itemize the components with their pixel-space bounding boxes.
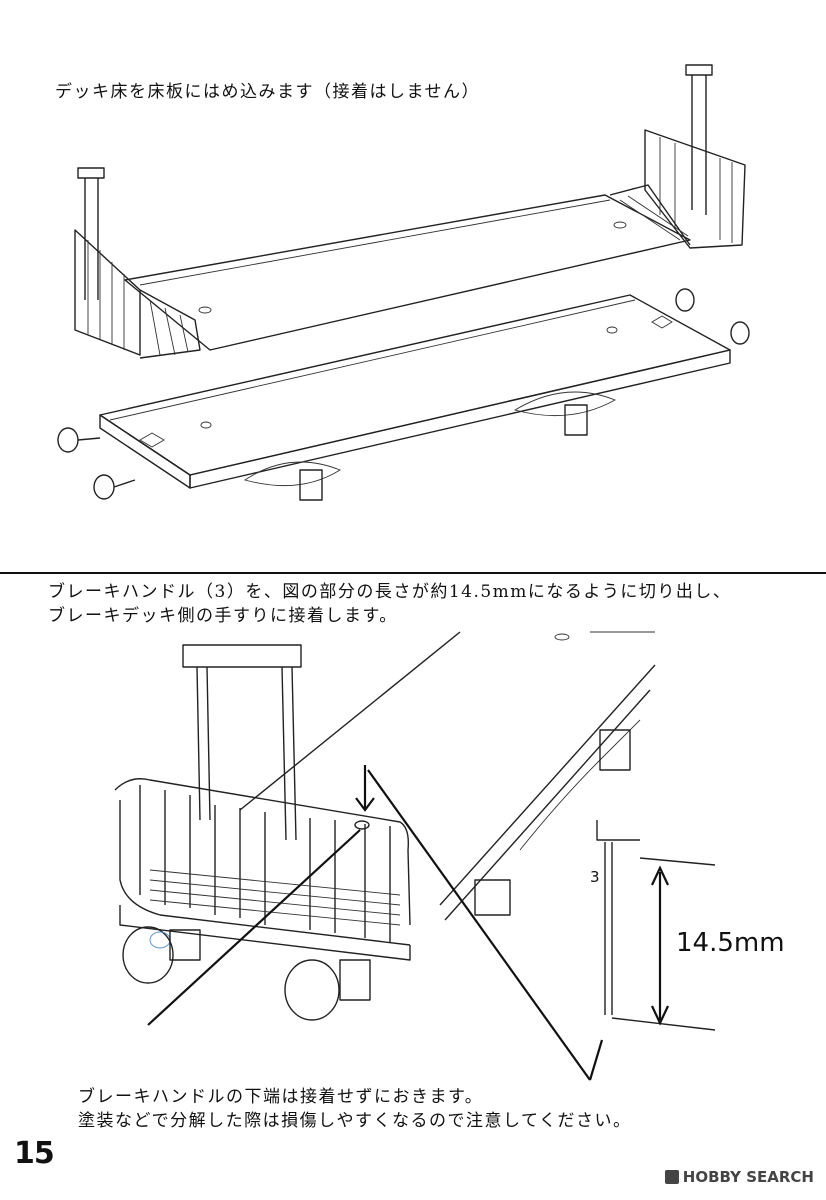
note-line-2: 塗装などで分解した際は損傷しやすくなるので注意してください。 xyxy=(78,1111,632,1131)
buffers xyxy=(122,926,371,1021)
instruction-text-top: デッキ床を床板にはめ込みます（接着はしません） xyxy=(55,82,480,102)
illustration-brake-handle xyxy=(114,631,716,1081)
brake-handle-detail xyxy=(596,820,716,1031)
instruction-line-2: ブレーキデッキ側の手すりに接着します。 xyxy=(48,606,398,626)
page-number: 15 xyxy=(14,1136,55,1171)
illustration-deck-assembly xyxy=(57,64,750,501)
end-railing xyxy=(114,778,411,961)
section-divider xyxy=(0,572,826,574)
part-number-label: 3 xyxy=(590,868,600,886)
dimension-label: 14.5mm xyxy=(676,928,785,958)
railing-right xyxy=(609,64,746,249)
instruction-text-middle: ブレーキハンドル（3）を、図の部分の長さが約14.5mmになるように切り出し、 … xyxy=(48,580,731,628)
note-line-1: ブレーキハンドルの下端は接着せずにおきます。 xyxy=(78,1087,484,1107)
watermark-text: HOBBY SEARCH xyxy=(682,1168,814,1186)
brake-handle xyxy=(182,644,302,841)
watermark: HOBBY SEARCH xyxy=(664,1168,814,1186)
railing-left xyxy=(74,167,201,359)
instruction-text-bottom: ブレーキハンドルの下端は接着せずにおきます。 塗装などで分解した際は損傷しやすく… xyxy=(78,1085,631,1133)
underframe xyxy=(57,288,750,501)
instruction-line-1: ブレーキハンドル（3）を、図の部分の長さが約14.5mmになるように切り出し、 xyxy=(48,582,732,602)
hobby-search-logo-icon xyxy=(664,1170,679,1184)
